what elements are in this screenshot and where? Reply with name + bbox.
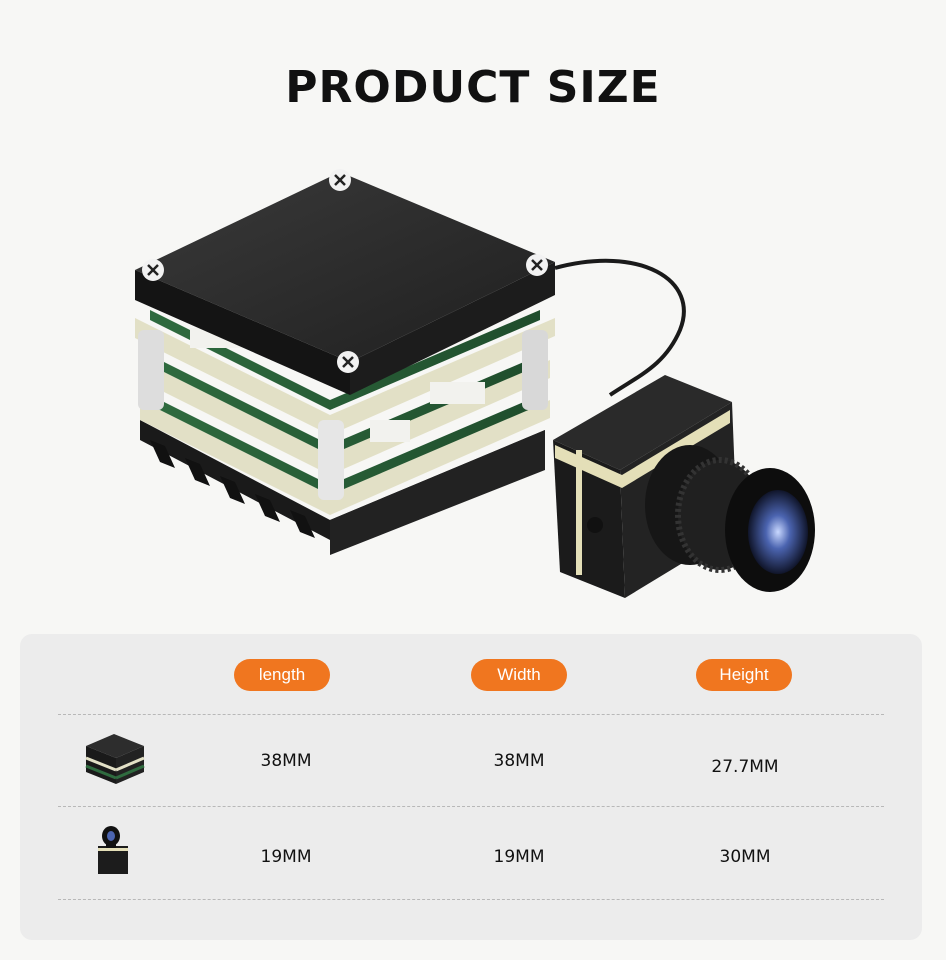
cable-image <box>554 258 686 397</box>
header-height: Height <box>696 659 792 691</box>
row2-height: 30MM <box>719 847 771 867</box>
product-hero-image <box>135 169 815 598</box>
header-length: length <box>234 659 330 691</box>
row1-width: 38MM <box>493 751 545 771</box>
page-title: PRODUCT SIZE <box>285 62 661 113</box>
header-width: Width <box>471 659 567 691</box>
divider <box>58 806 884 807</box>
board-stack-image <box>135 169 555 555</box>
lens-image <box>645 445 815 592</box>
row1-height: 27.7MM <box>711 757 779 777</box>
row2-width: 19MM <box>493 847 545 867</box>
row1-length: 38MM <box>260 751 312 771</box>
divider <box>58 899 884 900</box>
row2-length: 19MM <box>260 847 312 867</box>
camera-module-thumbnail <box>98 826 128 874</box>
vtx-board-stack-thumbnail <box>85 734 145 784</box>
divider <box>58 714 884 715</box>
